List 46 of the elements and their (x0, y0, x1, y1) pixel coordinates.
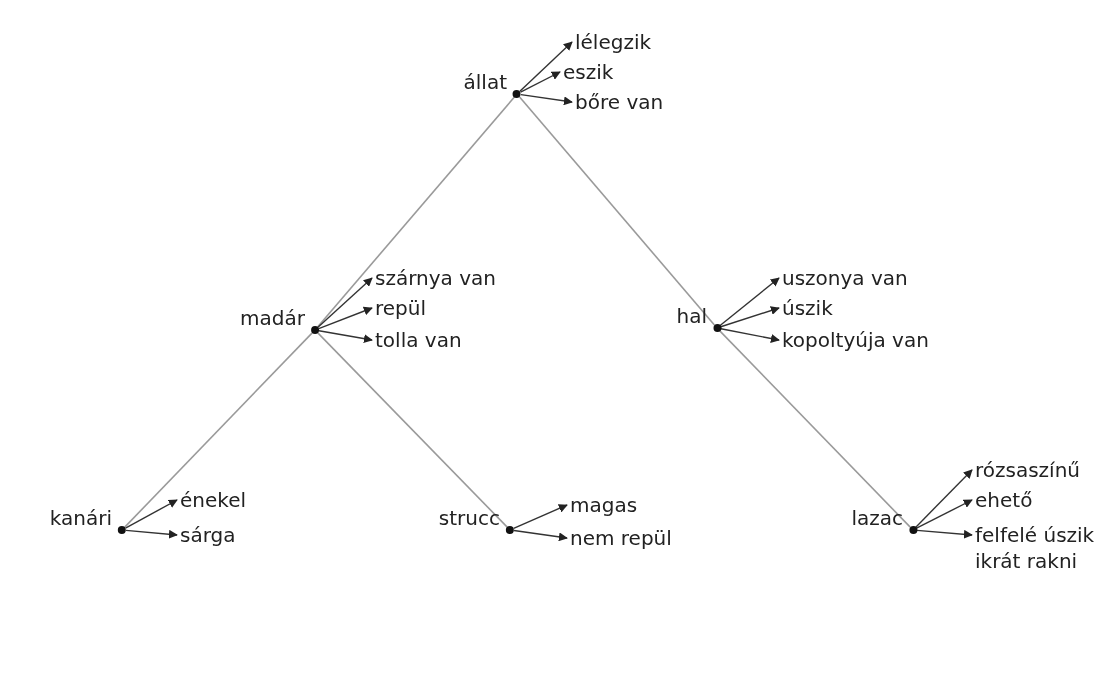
property-label: repül (375, 295, 426, 321)
property-label: felfelé úszik ikrát rakni (975, 522, 1095, 574)
property-label: nem repül (570, 525, 672, 551)
property-label: kopoltyúja van (782, 327, 929, 353)
concept-node (463, 70, 521, 98)
arrow (915, 469, 973, 528)
arrow (512, 504, 568, 530)
property-label: rózsaszínű (975, 457, 1081, 483)
property-label: sárga (180, 522, 236, 548)
arrow (915, 499, 973, 529)
concept-node (240, 306, 319, 334)
property-label: uszonya van (782, 265, 908, 291)
concept-label: lazac (851, 506, 903, 530)
arrow (916, 529, 973, 539)
property-label: énekel (180, 487, 246, 513)
arrow (513, 529, 568, 542)
arrow (719, 277, 780, 327)
arrow (317, 277, 373, 328)
property-label: bőre van (575, 89, 664, 115)
arrow (720, 328, 780, 343)
arrow (124, 499, 178, 529)
connector-line (124, 332, 314, 528)
connector-line (317, 332, 508, 528)
concept-label: állat (463, 70, 507, 94)
arrow (519, 41, 573, 92)
connector-line (719, 330, 911, 528)
connector-line (518, 96, 716, 326)
arrow (720, 306, 780, 328)
property-label: úszik (782, 295, 833, 321)
property-label: magas (570, 492, 638, 518)
property-label: lélegzik (575, 29, 652, 55)
arrow (318, 330, 373, 344)
concept-label: madár (240, 306, 305, 330)
property-label: tolla van (375, 327, 462, 353)
property-label: szárnya van (375, 265, 496, 291)
arrow (520, 93, 573, 106)
concept-node (49, 506, 126, 534)
property-label: ehető (975, 487, 1033, 513)
concept-label: strucc (438, 506, 500, 530)
arrow (318, 306, 373, 330)
concept-label: kanári (49, 506, 112, 530)
arrow (125, 529, 178, 539)
concept-label: hal (676, 304, 707, 328)
connector-line (316, 96, 516, 328)
property-label: eszik (563, 59, 614, 85)
arrow (519, 71, 561, 93)
